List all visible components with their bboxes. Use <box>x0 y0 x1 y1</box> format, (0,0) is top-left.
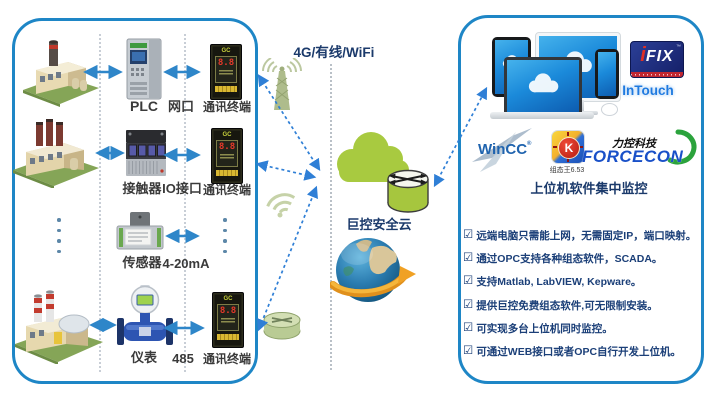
router-icon <box>263 312 301 340</box>
feature-list: ☑远端电脑只需能上网，无需固定IP，端口映射。 ☑通过OPC支持各种组态软件，S… <box>463 224 703 363</box>
terminal-brand: GC <box>223 296 233 302</box>
bullet-text: 可实现多台上位机同时监控。 <box>476 322 613 335</box>
checkbox-icon: ☑ <box>463 275 474 288</box>
plc-icon <box>126 38 162 100</box>
laptop-base <box>490 112 594 119</box>
list-item: ☑支持Matlab, LabVIEW, Kepware。 <box>463 270 703 293</box>
arrow-terminal2-cloud <box>255 160 317 181</box>
flow-meter-icon <box>117 285 173 345</box>
device-label: 接触器 <box>122 181 162 196</box>
bullet-text: 通过OPC支持各种组态软件，SCADA。 <box>476 253 663 266</box>
secure-cloud-label: 巨控安全云 <box>346 217 412 232</box>
kingview-caption: 组态王6.53 <box>549 167 585 174</box>
forcecon-chinese: 力控科技 <box>612 138 656 150</box>
checkbox-icon: ☑ <box>463 229 474 242</box>
device-label: 传感器 <box>122 255 162 270</box>
bullet-text: 可通过WEB接口或者OPC自行开发上位机。 <box>476 346 682 359</box>
wincc-logo: WinCC® <box>478 141 532 158</box>
terminal-label-strip <box>217 334 239 340</box>
middle-separator <box>330 64 332 370</box>
terminal-digits: 8.8 <box>218 142 236 152</box>
more-terminals-ellipsis <box>223 218 227 253</box>
column-separator-2 <box>184 34 186 372</box>
panel-heading: 上位机软件集中监控 <box>530 181 648 196</box>
terminal-label: 通讯终端 <box>202 352 251 366</box>
forcecon-logo: FORCECON <box>582 147 684 166</box>
terminal-brand: GC <box>221 48 231 54</box>
kingview-logo: K <box>551 130 585 164</box>
factory-icon <box>23 40 99 107</box>
column-separator-1 <box>99 34 101 372</box>
terminal-label-strip <box>216 170 238 176</box>
device-label: 仪表 <box>130 350 157 365</box>
port-label: 485 <box>172 351 194 366</box>
sensor-icon <box>116 212 164 250</box>
globe-icon <box>330 238 416 302</box>
ifix-text: FIX <box>645 48 674 65</box>
terminal-label: 通讯终端 <box>202 183 251 197</box>
trademark-symbol: ™ <box>676 44 681 50</box>
cloud-router-icon <box>387 169 429 213</box>
more-devices-ellipsis <box>57 218 61 253</box>
bullet-text: 提供巨控免费组态软件,可无限制安装。 <box>476 299 658 312</box>
factory-icon <box>13 119 99 188</box>
checkbox-icon: ☑ <box>463 345 474 358</box>
forcecon-swirl <box>667 129 697 165</box>
antenna-icon <box>262 58 302 110</box>
terminal-label-strip <box>215 86 237 92</box>
terminal-label: 通讯终端 <box>202 100 251 114</box>
list-item: ☑远端电脑只需能上网，无需固定IP，端口映射。 <box>463 224 703 247</box>
port-label: 网口 <box>167 99 194 114</box>
port-label: 4-20mA <box>162 256 210 271</box>
wifi-icon <box>266 193 296 218</box>
registered-symbol: ® <box>527 141 532 147</box>
bullet-text: 远端电脑只需能上网，无需固定IP，端口映射。 <box>476 230 697 243</box>
ifix-logo: iFIX ™ <box>630 41 684 78</box>
phone-icon <box>595 49 619 99</box>
network-type-label: 4G/有线/WiFi <box>293 45 375 60</box>
kingview-letter: K <box>558 137 580 159</box>
intouch-logo: InTouch <box>622 83 674 98</box>
mouse-icon <box>601 103 618 116</box>
device-label: PLC <box>130 98 158 114</box>
list-item: ☑可实现多台上位机同时监控。 <box>463 317 703 340</box>
factory-icon <box>15 290 103 364</box>
checkbox-icon: ☑ <box>463 298 474 311</box>
contactor-icon <box>126 130 166 176</box>
terminal-digits: 8.8 <box>217 58 235 68</box>
terminal-screen: 8.8 <box>217 304 239 331</box>
list-item: ☑通过OPC支持各种组态软件，SCADA。 <box>463 247 703 270</box>
comm-terminal-icon: GC 8.8 <box>212 292 244 348</box>
comm-terminal-icon: GC 8.8 <box>210 44 242 100</box>
ifix-red-strip <box>631 72 683 77</box>
comm-terminal-icon: GC 8.8 <box>211 128 243 184</box>
checkbox-icon: ☑ <box>463 252 474 265</box>
bullet-text: 支持Matlab, LabVIEW, Kepware。 <box>476 276 642 289</box>
checkbox-icon: ☑ <box>463 321 474 334</box>
port-label: IO接口 <box>162 181 202 196</box>
list-item: ☑提供巨控免费组态软件,可无限制安装。 <box>463 294 703 317</box>
terminal-screen: 8.8 <box>216 140 238 167</box>
terminal-digits: 8.8 <box>219 306 237 316</box>
terminal-screen: 8.8 <box>215 56 237 83</box>
ifix-i: i <box>640 44 646 66</box>
laptop-icon <box>504 57 582 115</box>
cloud-icon <box>337 132 409 182</box>
terminal-brand: GC <box>222 132 232 138</box>
list-item: ☑可通过WEB接口或者OPC自行开发上位机。 <box>463 340 703 363</box>
